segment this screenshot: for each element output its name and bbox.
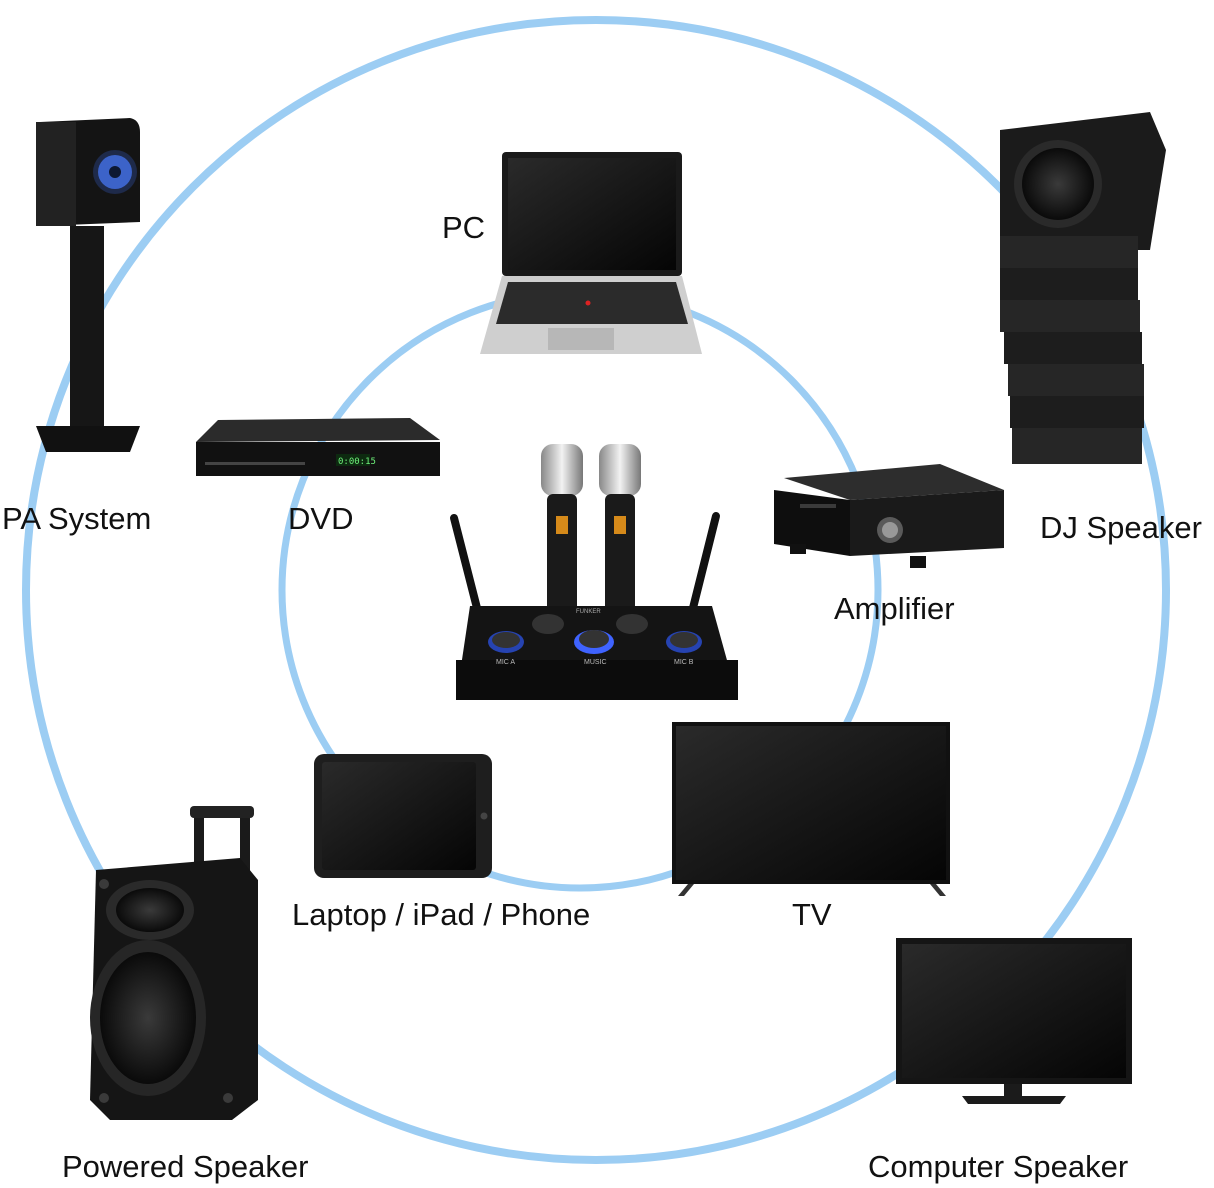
amplifier-icon — [774, 464, 1004, 568]
mixer-knob-label-2: MUSIC — [584, 659, 607, 666]
outer-ring — [22, 16, 1170, 1164]
mixer-knob-label-3: MIC B — [674, 659, 694, 666]
dvd-label: DVD — [288, 501, 354, 536]
tv-label: TV — [792, 897, 832, 932]
powered-speaker-icon — [90, 806, 258, 1120]
pa-system-icon — [36, 118, 140, 452]
computer-speaker-label: Computer Speaker — [868, 1149, 1129, 1184]
dj-speaker-icon — [1000, 112, 1166, 464]
dvd-icon: 0:00:15 — [196, 418, 440, 476]
dvd-display: 0:00:15 — [338, 457, 376, 467]
computer-monitor-icon — [896, 938, 1132, 1104]
dj-speaker-label: DJ Speaker — [1040, 510, 1202, 545]
mixer-brand: FUNKER — [576, 609, 601, 615]
pa-system-label: PA System — [2, 501, 152, 536]
karaoke-mixer-icon: MIC A MUSIC MIC B FUNKER — [450, 444, 738, 700]
laptop-ipad-phone-label: Laptop / iPad / Phone — [292, 897, 591, 932]
pc-label: PC — [442, 210, 486, 245]
mixer-knob-label-1: MIC A — [496, 659, 515, 666]
powered-speaker-label: Powered Speaker — [62, 1149, 309, 1184]
pc-icon — [480, 152, 702, 354]
tv-icon — [672, 722, 950, 896]
amplifier-label: Amplifier — [834, 591, 955, 626]
tablet-icon — [314, 754, 492, 878]
